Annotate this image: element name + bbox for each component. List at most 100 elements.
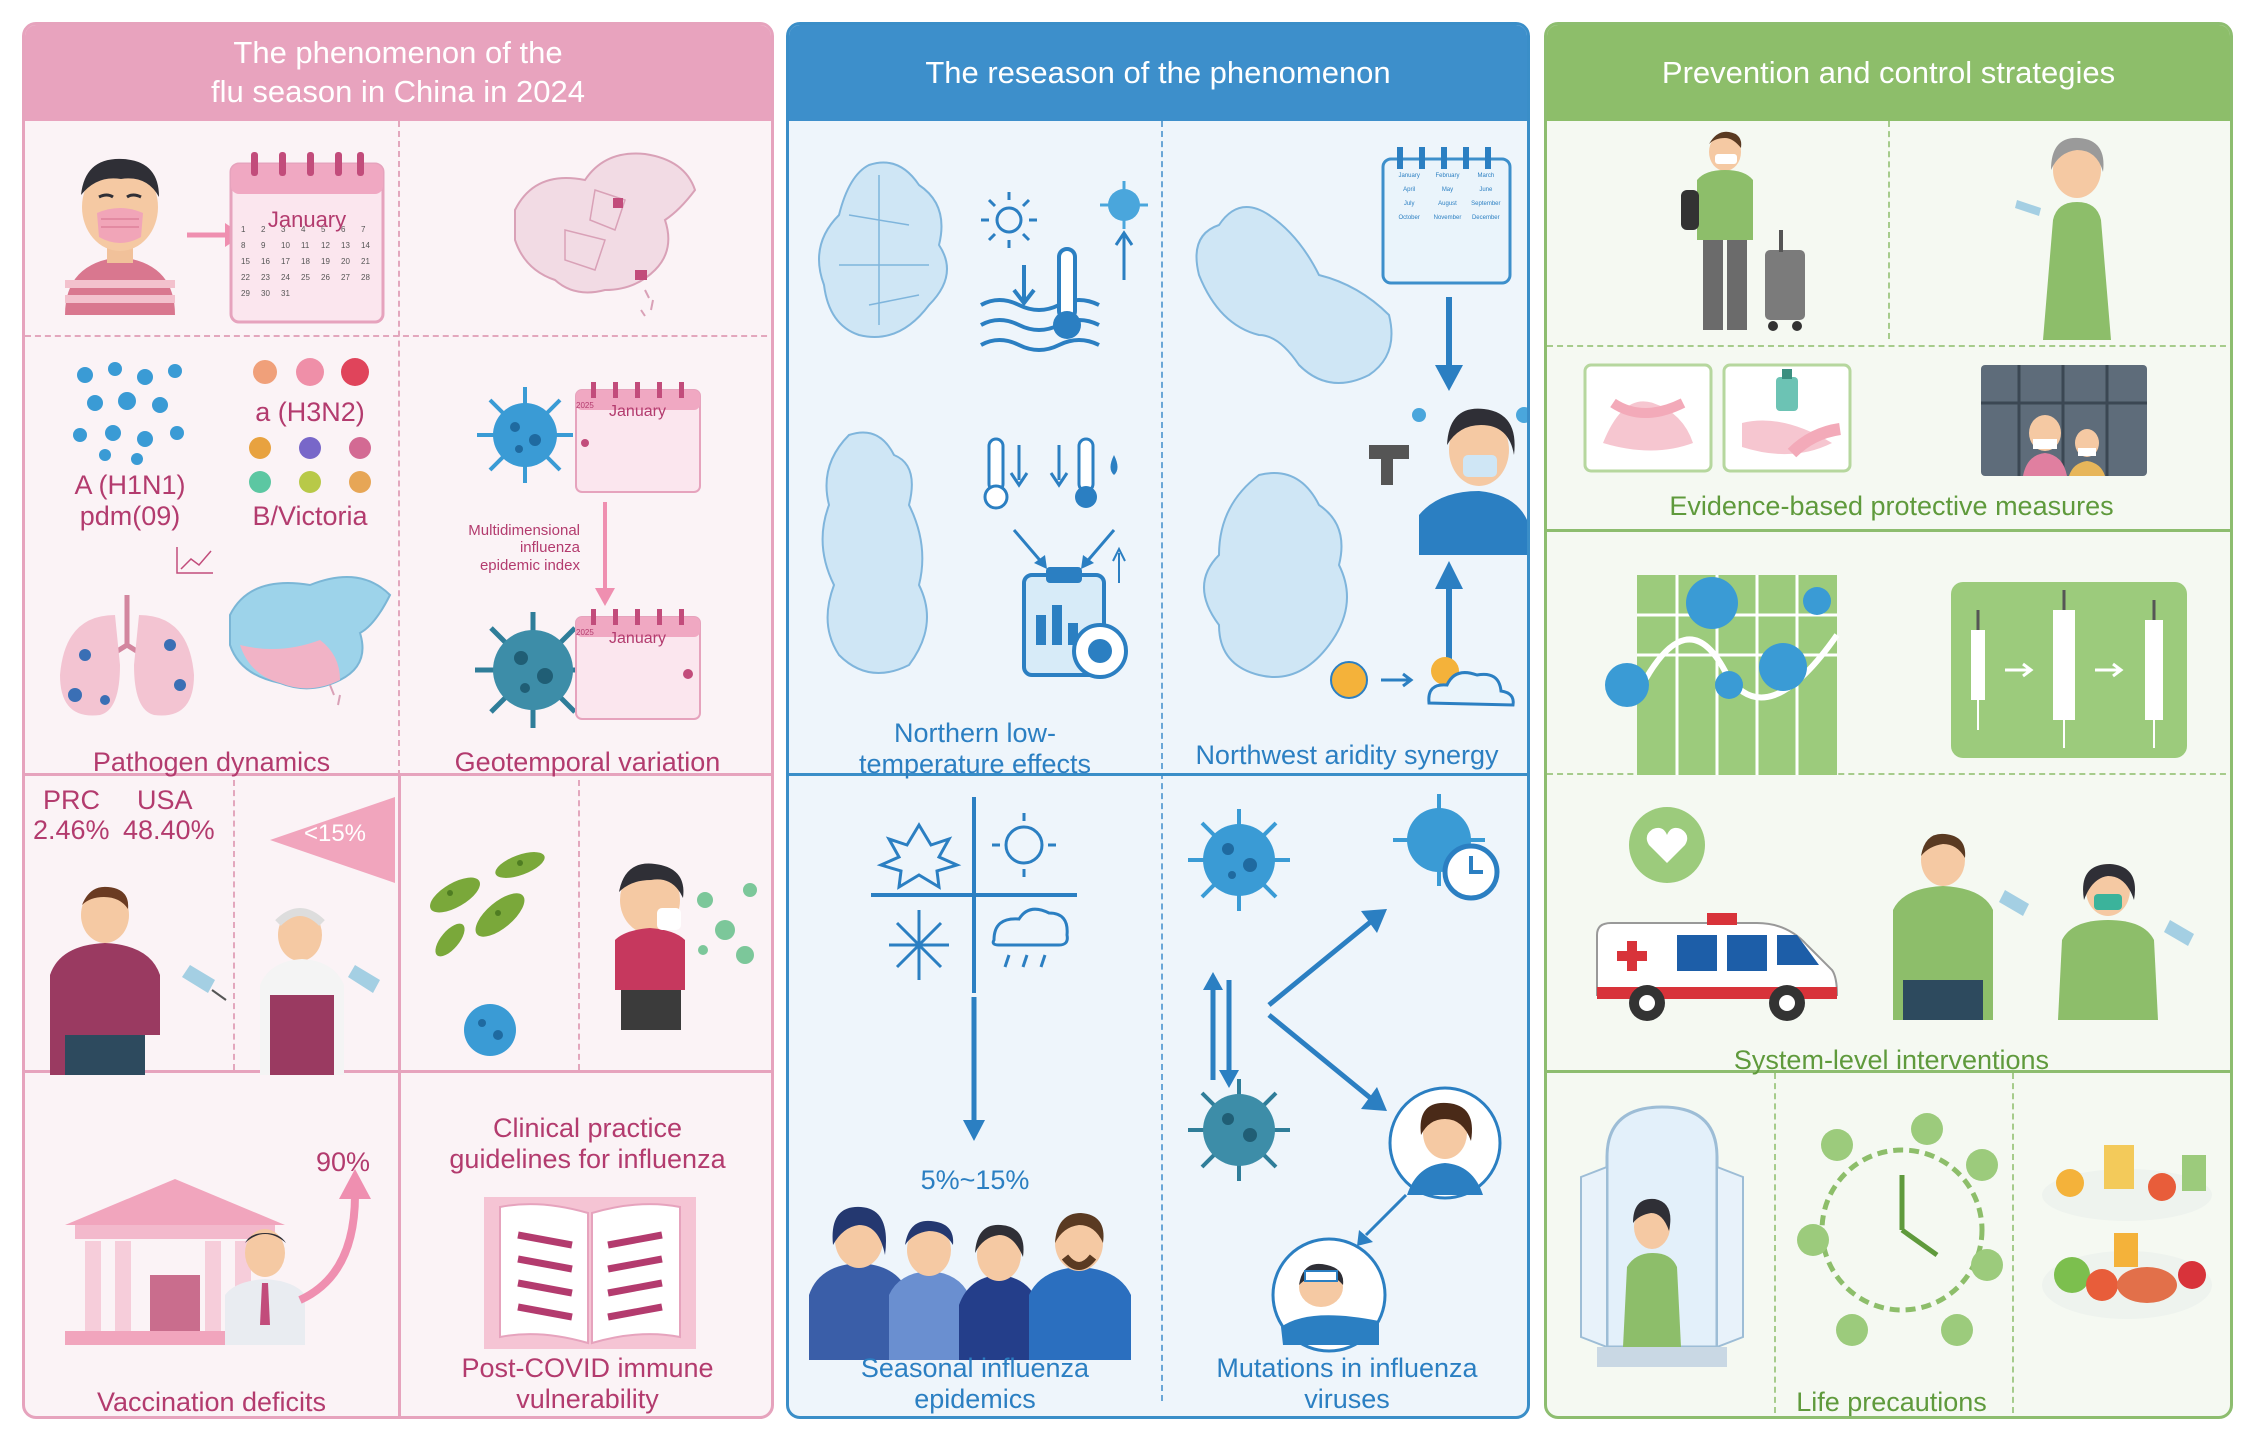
svg-text:30: 30: [261, 289, 270, 298]
sun-icon: [979, 190, 1039, 250]
arrow-down-icon: [593, 500, 617, 610]
healthy-food-icon: [2032, 1135, 2222, 1335]
virus-teal-icon: [473, 610, 593, 730]
northwest-label: Northwest aridity synergy: [1195, 740, 1499, 770]
divider: [578, 780, 580, 1070]
month-label: October: [1398, 215, 1420, 221]
svg-text:13: 13: [341, 241, 350, 250]
svg-text:6: 6: [341, 225, 346, 234]
virus-mut-1-icon: [1184, 805, 1294, 915]
svg-text:23: 23: [261, 273, 270, 282]
sick-woman-portrait-icon: [1387, 1085, 1503, 1201]
heart-hand-icon: [1627, 805, 1707, 885]
china-map-icon: [495, 140, 705, 330]
divider: [2012, 1073, 2014, 1413]
ambulance-icon: [1587, 895, 1847, 1025]
divider: [1547, 345, 2230, 347]
sick-bed-portrait-icon: [1269, 1235, 1389, 1355]
panel-header-prevention: Prevention and control strategies: [1547, 25, 2230, 121]
north-map-icon: [809, 155, 959, 355]
virus-small-icon: [450, 995, 530, 1065]
geo-label: Geotemporal variation: [454, 747, 721, 777]
svg-text:18: 18: [301, 257, 310, 266]
pct90-label: 90%: [315, 1147, 371, 1177]
svg-text:1: 1: [241, 225, 246, 234]
svg-text:9: 9: [261, 241, 266, 250]
sun-cloud-icon: [1319, 645, 1527, 715]
man-vaccination-icon: [1887, 830, 2037, 1020]
svg-text:16: 16: [261, 257, 270, 266]
northeast-map-icon: [809, 425, 949, 685]
index-label: Multidimensional influenza epidemic inde…: [468, 522, 580, 574]
woman-vaccination-icon: [2052, 860, 2202, 1020]
mini-cal-year-1: 2025: [576, 401, 594, 410]
arrow-up-blue-icon: [1429, 555, 1469, 665]
svg-text:14: 14: [361, 241, 370, 250]
svg-text:3: 3: [281, 225, 286, 234]
strain-h1n1: A (H1N1) pdm(09): [74, 470, 186, 532]
svg-text:28: 28: [361, 273, 370, 282]
month-label: December: [1471, 215, 1500, 221]
window-ventilation-icon: [1577, 1097, 1747, 1377]
month-label: March: [1477, 173, 1495, 179]
panel-phenomenon: The phenomenon of the flu season in Chin…: [22, 22, 774, 1419]
divider: [25, 1070, 771, 1073]
life-label: Life precautions: [1796, 1387, 1987, 1417]
svg-text:26: 26: [321, 273, 330, 282]
converging-arrows-icon: [1009, 525, 1119, 575]
prc-value: 2.46%: [33, 815, 110, 845]
pathogen-label: Pathogen dynamics: [92, 747, 331, 777]
divider: [398, 773, 401, 1416]
virus-arrow-icon: [1094, 175, 1164, 285]
month-label: September: [1471, 201, 1501, 207]
arrow-diag-icon: [1351, 1190, 1411, 1250]
virus-red-icon: [240, 350, 380, 395]
sick-group-icon: [809, 1195, 1139, 1360]
mini-cal-month-1: January: [609, 403, 666, 420]
month-label: August: [1438, 201, 1457, 207]
month-label: November: [1433, 215, 1462, 221]
clipboard-virus-icon: [1014, 565, 1134, 685]
year-calendar-icon: [1379, 145, 1514, 285]
divider: [1774, 1073, 1776, 1413]
arrow-up-small-icon: [1109, 545, 1129, 585]
china-map-colored-icon: [200, 555, 400, 715]
calendar-month: January: [267, 207, 347, 232]
arrow-down-seasons-icon: [959, 995, 989, 1145]
virus-cluster-icon: [65, 355, 195, 465]
double-arrow-icon: [1201, 970, 1241, 1090]
svg-text:8: 8: [241, 241, 246, 250]
panel-prevention: Prevention and control strategies: [1544, 22, 2233, 1419]
epidemic-wave-icon: [1587, 555, 1862, 775]
elderly-woman-icon: [2007, 130, 2137, 340]
syringes-icon: [1949, 580, 2189, 760]
sneezing-child-icon: [595, 860, 765, 1060]
northwest-map-icon: [1179, 195, 1409, 395]
postcovid-label: Post-COVID immune vulnerability: [461, 1353, 714, 1415]
strain-bvic: B/Victoria: [252, 501, 368, 531]
guidelines-title: Clinical practice guidelines for influen…: [449, 1113, 726, 1175]
usa-label: USA: [137, 785, 193, 815]
divider: [1888, 121, 1890, 339]
usa-value: 48.40%: [123, 815, 215, 845]
virus-blue-icon: [475, 385, 575, 485]
divider: [25, 335, 771, 337]
mini-calendar-2-icon: [573, 607, 703, 722]
mini-calendar-icon: [573, 380, 703, 495]
calendar-months-grid: January February March April May June Ju…: [1390, 173, 1505, 221]
bacteria-icon: [420, 835, 560, 965]
lt15-label: <15%: [303, 820, 367, 847]
divider: [398, 121, 400, 776]
panel-header-phenomenon: The phenomenon of the flu season in Chin…: [25, 25, 771, 121]
svg-text:21: 21: [361, 257, 370, 266]
seasonal-label: Seasonal influenza epidemics: [860, 1353, 1090, 1415]
svg-text:5: 5: [321, 225, 326, 234]
virus-mut-2-icon: [1184, 1075, 1294, 1185]
svg-text:4: 4: [301, 225, 306, 234]
svg-text:17: 17: [281, 257, 290, 266]
panel-header-reason: The reseason of the phenomenon: [789, 25, 1527, 121]
svg-text:19: 19: [321, 257, 330, 266]
mutation-label: Mutations in influenza viruses: [1216, 1353, 1478, 1415]
month-label: January: [1398, 173, 1420, 179]
